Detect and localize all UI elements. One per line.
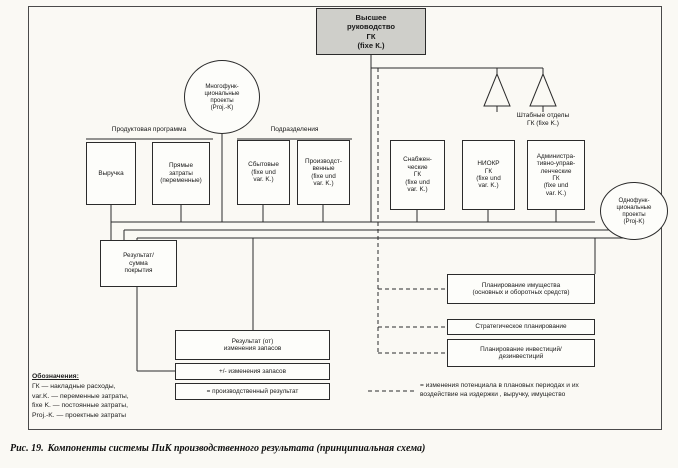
legend-item: ГК — накладные расходы, [32, 383, 116, 391]
node-production-division: Производст- венные (fixe und var. K.) [297, 140, 350, 205]
node-direct-costs: Прямые затраты (переменные) [152, 142, 210, 205]
group-label-divisions: Подразделения [270, 126, 319, 133]
node-stock-change: +/- изменения запасов [175, 363, 330, 380]
node-procurement-division: Снабжен- ческие ГК (fixe und var. K.) [390, 140, 445, 210]
legend-item: var.K. — переменные затраты, [32, 392, 129, 400]
node-rnd-division: НИОКР ГК (fixe und var. K.) [462, 140, 515, 210]
legend: Обозначения: ГК — накладные расходы, var… [32, 372, 129, 420]
node-property-planning: Планирование имущества (основных и оборо… [447, 274, 595, 304]
node-revenue: Выручка [86, 142, 136, 205]
node-result-coverage: Результат/ сумма покрытия [100, 240, 177, 287]
node-top-management: Высшее руководство ГК (fixe К.) [316, 8, 426, 55]
node-admin-division: Администра- тивно-управ- ленческие ГК (f… [527, 140, 585, 210]
node-sales-division: Сбытовые (fixe und var. K.) [237, 140, 290, 205]
node-singlefunctional-projects: Однофунк- циональные проекты (Proj-K) [600, 182, 668, 240]
caption-text: Компоненты системы ПиК производственного… [47, 443, 426, 454]
caption-number: Рис. 19. [10, 443, 44, 454]
node-production-result: = производственный результат [175, 383, 330, 400]
dashed-line-note: = изменения потенциала в плановых период… [420, 382, 579, 398]
legend-title: Обозначения: [32, 373, 79, 380]
legend-item: Proj.-K. — проектные затраты [32, 411, 126, 419]
staff-triangle-icon [483, 72, 511, 107]
node-investment-planning: Планирование инвестиций/ дезинвестиций [447, 339, 595, 367]
staff-triangle-icon [529, 72, 557, 107]
node-strategic-planning: Стратегическое планирование [447, 319, 595, 335]
node-stock-change-result: Результат (от) изменения запасов [175, 330, 330, 360]
group-label-product-program: Продуктовая программа [111, 126, 187, 133]
figure-caption: Рис. 19.Компоненты системы ПиК производс… [10, 443, 670, 454]
node-multifunctional-projects: Многофунк- циональные проекты (Proj.-K) [184, 60, 260, 134]
legend-item: fixe K. — постоянные затраты, [32, 402, 129, 410]
group-label-staff-departments: Штабные отделы ГК (fixe K.) [516, 112, 570, 127]
